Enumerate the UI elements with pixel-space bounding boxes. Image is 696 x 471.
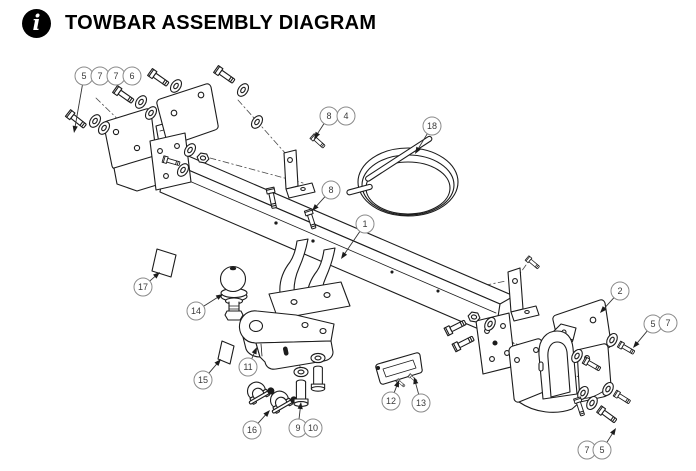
- callout-15: 15: [193, 359, 221, 390]
- callout-number: 7: [113, 71, 118, 81]
- towball: [219, 265, 248, 321]
- callout-number: 8: [326, 111, 331, 121]
- callout-1: 1: [341, 214, 375, 259]
- callout-12: 12: [381, 380, 401, 411]
- callout-number: 17: [138, 282, 148, 292]
- callout-number: 18: [427, 121, 437, 131]
- washer: [234, 81, 252, 99]
- callout-7: 7: [106, 66, 126, 86]
- page-header: i TOWBAR ASSEMBLY DIAGRAM: [0, 0, 376, 46]
- callout-number: 14: [191, 306, 201, 316]
- info-icon: i: [22, 8, 51, 38]
- shackle: [241, 375, 276, 407]
- l-bracket-right: [507, 255, 541, 322]
- bolt: [451, 333, 476, 353]
- washer: [310, 352, 326, 364]
- right-mount-bracket: [508, 299, 612, 413]
- callout-18: 18: [415, 116, 442, 154]
- callout-2: 2: [600, 281, 630, 313]
- callout-number: 7: [665, 318, 670, 328]
- callout-number: 1: [362, 219, 367, 229]
- bolt: [596, 405, 619, 425]
- callout-number: 7: [97, 71, 102, 81]
- callout-number: 6: [129, 71, 134, 81]
- callout-13: 13: [411, 377, 431, 413]
- callout-5: 5: [633, 314, 663, 348]
- callout-4: 4: [336, 106, 356, 126]
- bolt: [616, 340, 637, 356]
- l-bracket-left: [265, 133, 327, 231]
- callout-11: 11: [238, 347, 258, 377]
- callout-17: 17: [133, 272, 160, 297]
- callout-number: 4: [343, 111, 348, 121]
- callout-16: 16: [242, 410, 270, 440]
- callout-number: 5: [650, 319, 655, 329]
- callout-number: 13: [416, 398, 426, 408]
- info-icon-glyph: i: [32, 9, 41, 35]
- callout-14: 14: [186, 294, 223, 321]
- bolt: [112, 85, 136, 106]
- callout-number: 2: [617, 286, 622, 296]
- callout-number: 15: [198, 375, 208, 385]
- fitting-plate: [375, 352, 423, 388]
- washer: [293, 366, 309, 378]
- callout-number: 9: [295, 423, 300, 433]
- callout-6: 6: [122, 66, 142, 86]
- left-mount-bracket: [103, 83, 219, 192]
- callout-number: 7: [584, 445, 589, 455]
- callout-number: 10: [308, 423, 318, 433]
- callout-number: 5: [81, 71, 86, 81]
- callout-5: 5: [592, 428, 616, 460]
- sticker-small: [217, 340, 235, 365]
- callout-number: 11: [243, 362, 252, 372]
- callout-9: 9: [288, 402, 308, 438]
- bolt: [524, 255, 541, 271]
- page-title: TOWBAR ASSEMBLY DIAGRAM: [65, 11, 377, 34]
- centre-gussets: [268, 238, 351, 320]
- callout-number: 8: [328, 185, 333, 195]
- callout-10: 10: [303, 418, 323, 438]
- callout-5: 5: [72, 66, 94, 133]
- callout-8: 8: [312, 180, 341, 211]
- shackles: [241, 375, 299, 416]
- bolt: [213, 65, 237, 86]
- beam-end-plate: [443, 310, 516, 375]
- bolt: [147, 68, 171, 89]
- callout-number: 16: [247, 425, 257, 435]
- sticker-large: [151, 248, 177, 278]
- callout-number: 12: [386, 396, 396, 406]
- callout-7: 7: [658, 313, 678, 333]
- callout-7: 7: [90, 66, 110, 86]
- wiring-coil: [346, 135, 459, 217]
- callout-8: 8: [314, 106, 339, 139]
- stud-bolt: [310, 365, 326, 392]
- callout-number: 5: [599, 445, 604, 455]
- washer: [132, 93, 150, 111]
- bolt: [612, 389, 632, 406]
- bolt: [443, 317, 468, 337]
